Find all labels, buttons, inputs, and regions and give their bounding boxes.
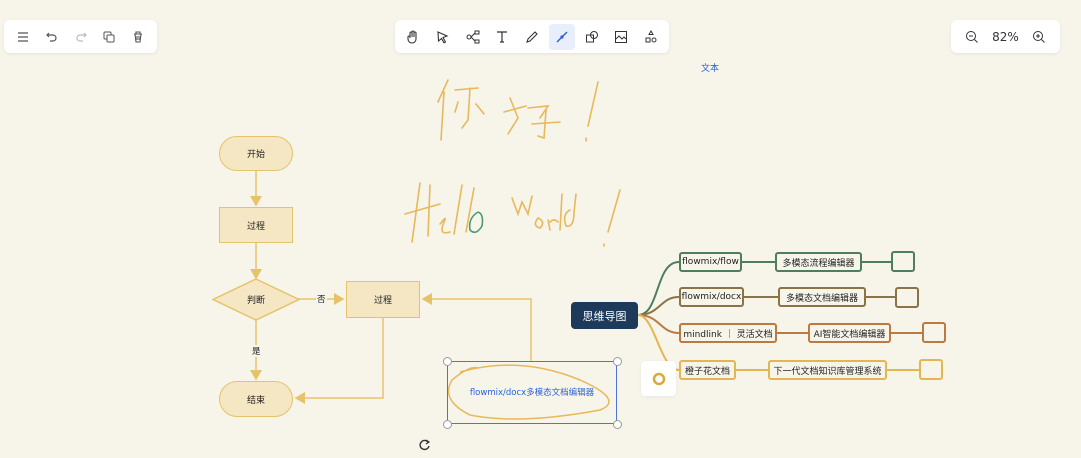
floating-text-element[interactable]: 文本	[701, 64, 720, 74]
resize-handle-top-right[interactable]	[613, 357, 622, 366]
mindmap-branch-2[interactable]: flowmix/docx	[679, 287, 744, 307]
zoom-in-icon	[1032, 30, 1045, 43]
mindmap-empty-node-3[interactable]	[922, 322, 946, 343]
hand-tool-button[interactable]	[400, 24, 426, 50]
mindmap-empty-node-4[interactable]	[919, 359, 943, 380]
mindmap-child-4[interactable]: 下一代文档知识库管理系统	[768, 360, 887, 380]
handwriting-nihao	[437, 79, 599, 142]
mindmap-empty-node-1[interactable]	[891, 251, 915, 272]
image-tool-button[interactable]	[608, 24, 634, 50]
mindmap-empty-node-2[interactable]	[895, 287, 919, 308]
connector-tool-button[interactable]	[548, 23, 575, 50]
flow-decision-label: 判断	[246, 296, 265, 306]
zoom-out-button[interactable]	[959, 24, 985, 50]
text-tool-button[interactable]	[489, 24, 515, 50]
redo-button[interactable]	[68, 24, 94, 50]
delete-button[interactable]	[125, 24, 151, 50]
flow-start-node[interactable]: 开始	[219, 136, 293, 171]
image-icon	[615, 30, 628, 43]
mindmap-child-2[interactable]: 多模态文档编辑器	[778, 287, 866, 307]
edge-label-no: 否	[316, 293, 327, 305]
rotate-icon[interactable]	[418, 438, 432, 452]
tools-toolbar	[395, 20, 669, 53]
zoom-level: 82%	[992, 29, 1019, 44]
zoom-toolbar: 82%	[951, 20, 1060, 53]
text-icon	[497, 30, 508, 43]
resize-handle-bottom-right[interactable]	[613, 420, 622, 429]
mindmap-branch-1[interactable]: flowmix/flow	[679, 252, 742, 272]
edge-label-yes: 是	[251, 345, 262, 357]
more-shapes-tool-button[interactable]	[638, 24, 664, 50]
selected-shape-text[interactable]: flowmix/docx多模态文档编辑器	[469, 388, 595, 398]
mindmap-child-1[interactable]: 多模态流程编辑器	[775, 252, 862, 272]
resize-handle-bottom-left[interactable]	[443, 420, 452, 429]
selection-box[interactable]	[447, 361, 617, 424]
redo-icon	[75, 32, 87, 42]
copy-icon	[103, 31, 115, 42]
handwriting-hello-world	[404, 182, 621, 247]
shape-tool-button[interactable]	[579, 24, 605, 50]
pointer-icon	[437, 30, 449, 44]
resize-handle-top-left[interactable]	[443, 357, 452, 366]
mindmap-tool-button[interactable]	[460, 24, 486, 50]
copy-button[interactable]	[96, 24, 122, 50]
circle-icon	[652, 372, 665, 385]
left-toolbar	[4, 20, 157, 53]
menu-button[interactable]	[10, 24, 36, 50]
flow-end-node[interactable]: 结束	[219, 381, 293, 417]
mindmap-child-3[interactable]: AI智能文档编辑器	[808, 323, 891, 343]
mindmap-root-node[interactable]: 思维导图	[571, 302, 638, 329]
pen-icon	[526, 30, 538, 43]
hand-icon	[407, 29, 417, 44]
undo-icon	[45, 32, 57, 42]
shape-icon	[585, 30, 598, 42]
flow-process-node-2[interactable]: 过程	[346, 281, 420, 318]
mindmap-add-button[interactable]	[641, 361, 676, 396]
zoom-out-icon	[966, 30, 978, 43]
menu-icon	[18, 31, 28, 42]
mindmap-icon	[466, 30, 479, 43]
flow-decision-shape[interactable]	[212, 278, 300, 321]
mindmap-branch-4[interactable]: 橙子花文档	[679, 360, 736, 380]
flow-process-node-1[interactable]: 过程	[219, 207, 293, 243]
connector-icon	[556, 31, 568, 42]
more-shapes-icon	[645, 29, 657, 42]
select-tool-button[interactable]	[430, 24, 456, 50]
undo-button[interactable]	[39, 24, 65, 50]
pen-tool-button[interactable]	[519, 24, 545, 50]
mindmap-branch-3[interactable]: mindlink ｜ 灵活文档	[679, 323, 777, 343]
zoom-in-button[interactable]	[1026, 24, 1052, 50]
trash-icon	[134, 30, 142, 43]
